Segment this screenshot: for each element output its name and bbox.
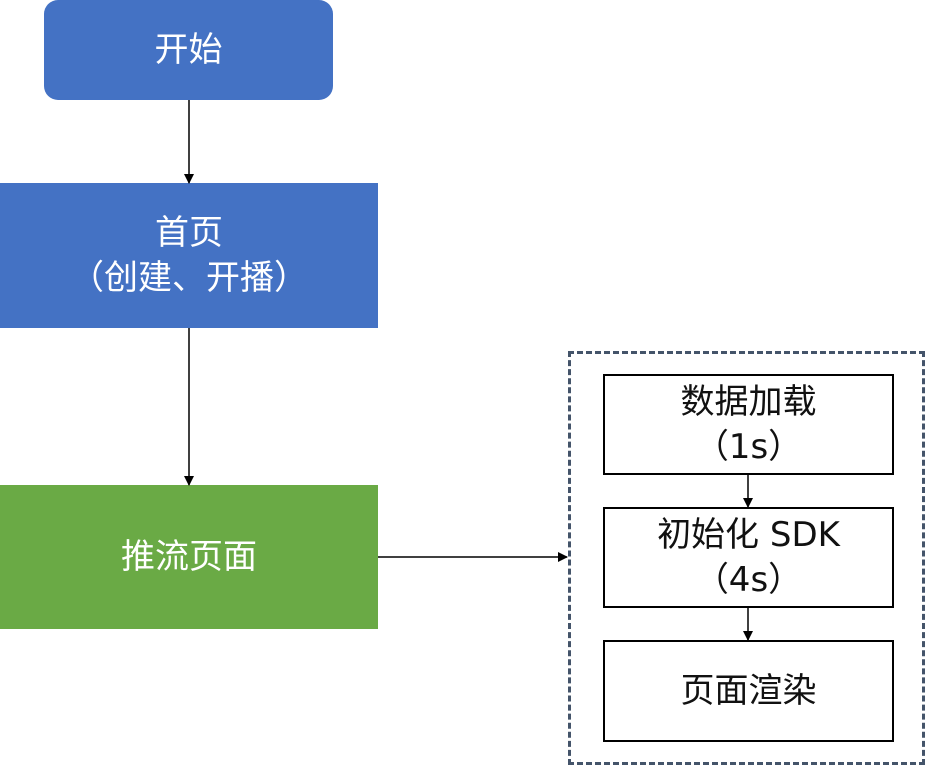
sdk-init-duration: （4s）: [694, 559, 803, 600]
page-render-title: 页面渲染: [680, 670, 817, 711]
start-label: 开始: [154, 29, 223, 70]
data-loading-title: 数据加载: [680, 382, 817, 423]
data-loading-step: 数据加载 （1s）: [603, 374, 894, 475]
stream-page-load-group: [568, 351, 925, 765]
stream-page-node: 推流页面: [0, 485, 378, 629]
data-loading-duration: （1s）: [694, 426, 803, 467]
home-page-subtitle: （创建、开播）: [70, 257, 308, 298]
page-render-step: 页面渲染: [603, 640, 894, 742]
sdk-init-title: 初始化 SDK: [657, 515, 840, 556]
sdk-init-step: 初始化 SDK （4s）: [603, 507, 894, 608]
stream-page-label: 推流页面: [121, 536, 257, 577]
start-node: 开始: [44, 0, 333, 100]
home-page-node: 首页 （创建、开播）: [0, 183, 378, 328]
home-page-title: 首页: [155, 213, 223, 254]
